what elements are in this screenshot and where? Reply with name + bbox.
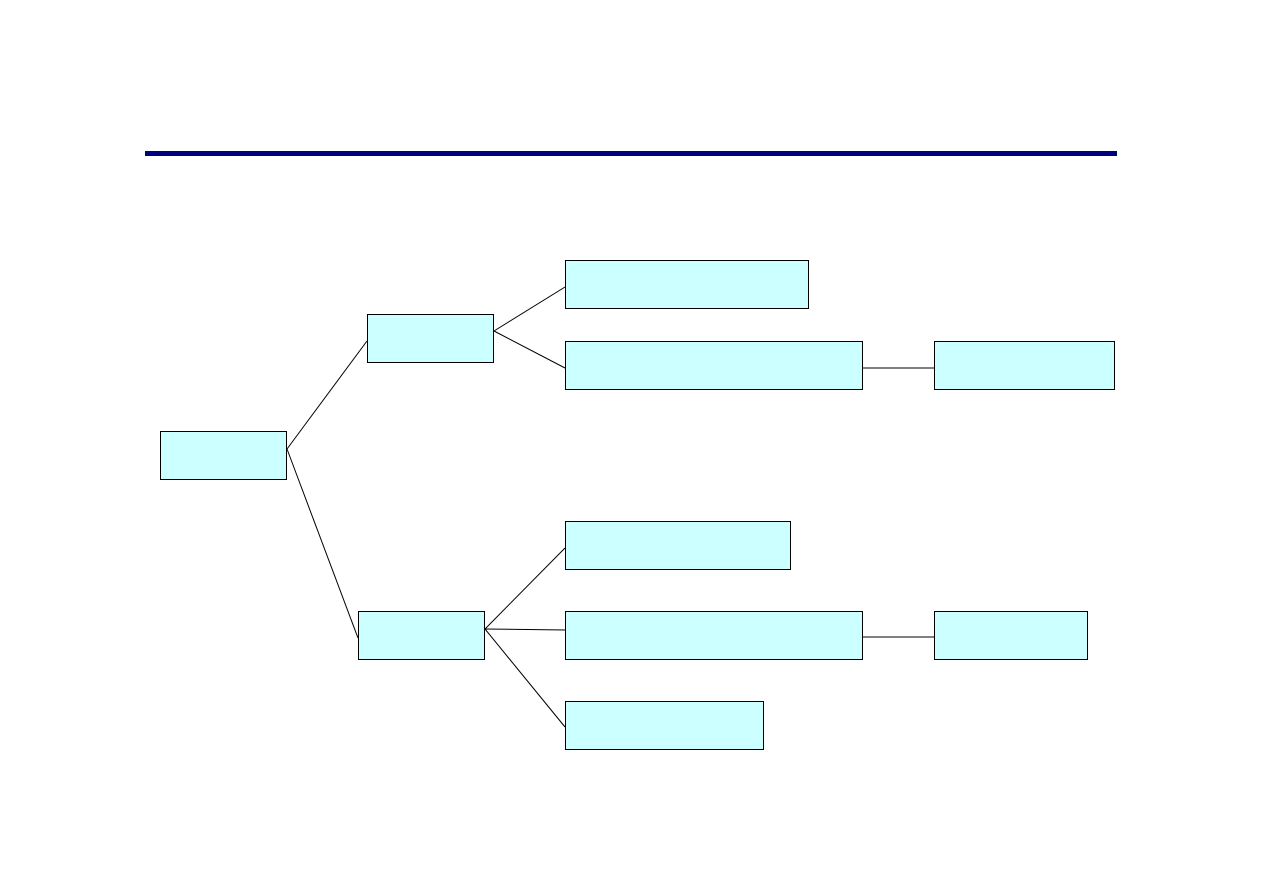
connector-b2-b2c3 xyxy=(484,628,566,728)
connector-b1-b1c1 xyxy=(493,286,566,332)
connector-b2-b2c1 xyxy=(484,547,566,630)
connector-b1-b1c2 xyxy=(493,330,566,369)
tree-node-branch-lower xyxy=(358,611,485,660)
tree-node-upper-child-2 xyxy=(565,341,863,390)
tree-node-lower-child-3 xyxy=(565,701,764,750)
tree-node-root xyxy=(160,431,287,480)
connector-root-b1 xyxy=(286,340,368,450)
tree-node-upper-child-1 xyxy=(565,260,809,309)
tree-node-lower-child-1 xyxy=(565,521,791,570)
tree-node-lower-child-2-leaf xyxy=(934,611,1088,660)
connector-b2-b2c2 xyxy=(484,628,566,631)
tree-node-upper-child-2-leaf xyxy=(934,341,1115,390)
tree-node-branch-upper xyxy=(367,314,494,363)
connector-root-b2 xyxy=(286,448,359,639)
title-rule xyxy=(145,151,1117,156)
tree-node-lower-child-2 xyxy=(565,611,863,660)
